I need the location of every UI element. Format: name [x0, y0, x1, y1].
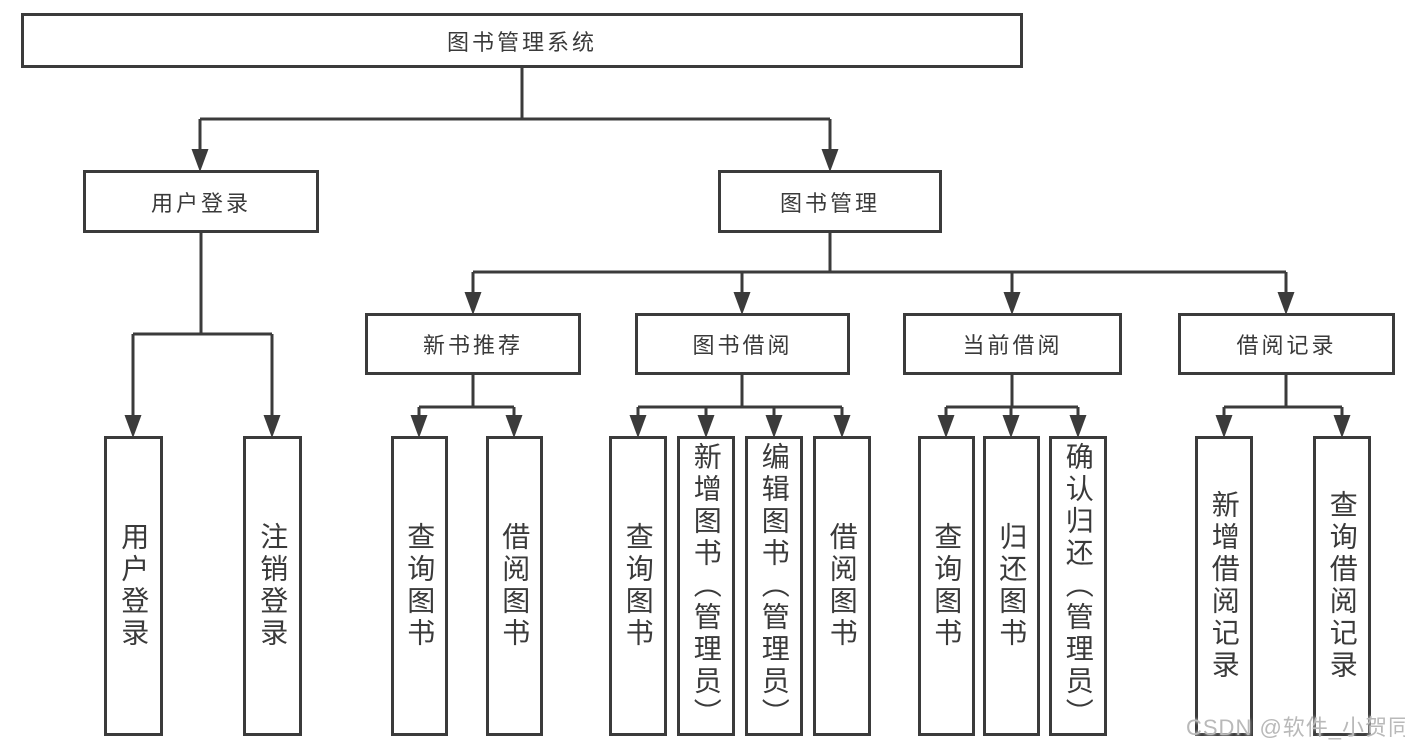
arrowhead-icon: [263, 415, 281, 438]
leaf-label: 查询图书: [931, 522, 963, 650]
arrowhead-icon: [821, 149, 839, 172]
node-book-management: 图书管理: [718, 170, 942, 233]
node-new-book-recommend: 新书推荐: [365, 313, 581, 375]
leaf-label: 查询图书: [404, 522, 436, 650]
leaf-label: 用户登录: [118, 522, 150, 650]
leaf-query-books-borrowing: 查询图书: [609, 436, 667, 736]
leaf-label: 新增图书（管理员）: [690, 442, 722, 730]
node-book-borrowing: 图书借阅: [635, 313, 850, 375]
arrowhead-icon: [833, 415, 851, 438]
leaf-label: 查询借阅记录: [1326, 490, 1358, 682]
leaf-logout: 注销登录: [243, 436, 302, 736]
leaf-label: 借阅图书: [499, 522, 531, 650]
arrowhead-icon: [191, 149, 209, 172]
tree-edges: [131, 68, 1344, 418]
leaf-label: 编辑图书（管理员）: [758, 442, 790, 730]
leaf-add-borrow-record: 新增借阅记录: [1195, 436, 1253, 736]
arrowhead-icon: [410, 415, 428, 438]
leaf-confirm-return-admin: 确认归还（管理员）: [1049, 436, 1107, 736]
node-library-system: 图书管理系统: [21, 13, 1023, 68]
arrowhead-icon: [697, 415, 715, 438]
leaf-query-borrow-record: 查询借阅记录: [1313, 436, 1371, 736]
arrowhead-icon: [1215, 415, 1233, 438]
leaf-label: 注销登录: [257, 522, 289, 650]
arrowhead-icon: [937, 415, 955, 438]
leaf-query-books-current: 查询图书: [918, 436, 975, 736]
node-current-borrowing: 当前借阅: [903, 313, 1122, 375]
leaf-label: 借阅图书: [826, 522, 858, 650]
arrowhead-icon: [629, 415, 647, 438]
arrowhead-icon: [733, 292, 751, 315]
leaf-label: 确认归还（管理员）: [1062, 442, 1094, 730]
leaf-label: 查询图书: [622, 522, 654, 650]
leaf-borrow-books-borrowing: 借阅图书: [813, 436, 871, 736]
leaf-edit-books-admin: 编辑图书（管理员）: [745, 436, 803, 736]
arrowhead-icon: [505, 415, 523, 438]
leaf-user-login: 用户登录: [104, 436, 163, 736]
arrowhead-icon: [765, 415, 783, 438]
arrowhead-icon: [1003, 292, 1021, 315]
arrowhead-icon: [1333, 415, 1351, 438]
csdn-watermark: CSDN @软件_小贺同学: [1186, 715, 1405, 740]
leaf-return-books: 归还图书: [983, 436, 1040, 736]
leaf-label: 归还图书: [996, 522, 1028, 650]
arrowhead-icon: [1277, 292, 1295, 315]
leaf-query-books-newbook: 查询图书: [391, 436, 448, 736]
node-borrowing-records: 借阅记录: [1178, 313, 1395, 375]
node-user-login: 用户登录: [83, 170, 319, 233]
leaf-label: 新增借阅记录: [1208, 490, 1240, 682]
leaf-add-books-admin: 新增图书（管理员）: [677, 436, 735, 736]
leaf-borrow-books-newbook: 借阅图书: [486, 436, 543, 736]
arrowhead-icon: [1069, 415, 1087, 438]
arrowhead-icon: [124, 415, 142, 438]
arrowhead-icon: [1002, 415, 1020, 438]
arrowhead-icon: [464, 292, 482, 315]
